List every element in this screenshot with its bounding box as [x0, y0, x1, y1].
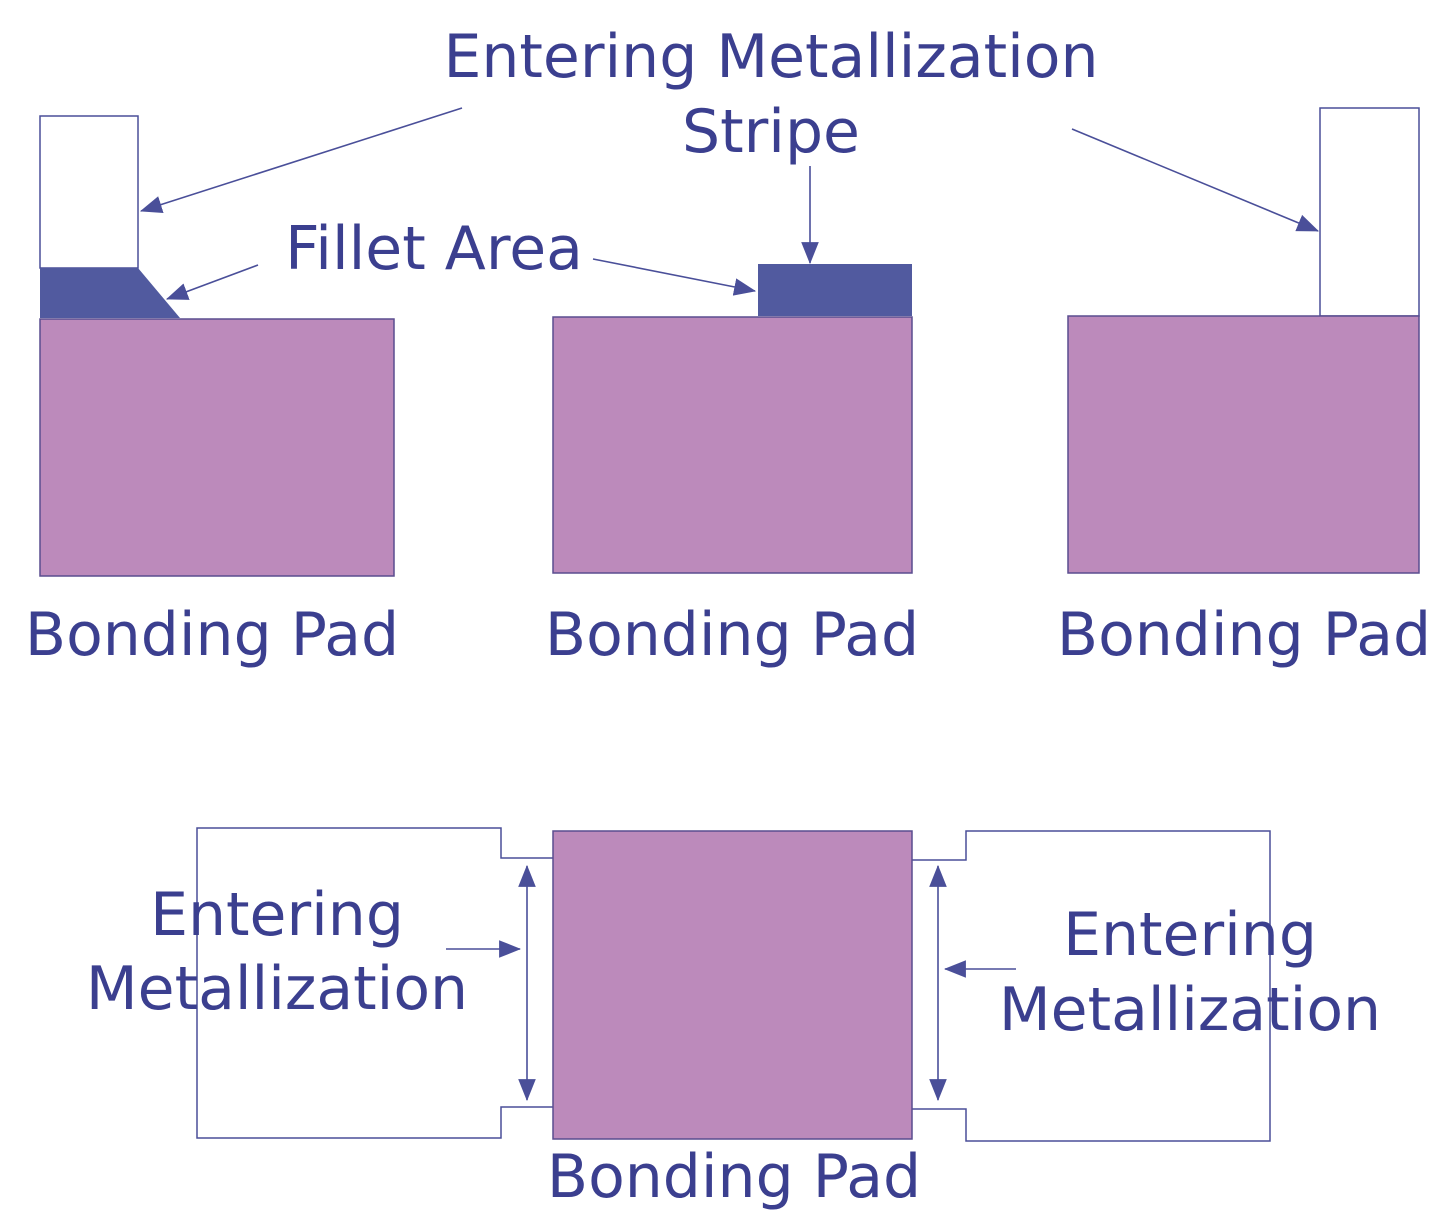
left-metallization-label: Metallization	[86, 954, 468, 1024]
fillet-area-shape	[40, 268, 180, 318]
right-metallization-label: Metallization	[999, 975, 1381, 1045]
right-entering-label: Entering	[1063, 900, 1317, 970]
arrow-to-fillet	[165, 264, 259, 300]
panel-top-view: Entering Metallization Entering Metalliz…	[86, 827, 1381, 1212]
metallization-stripe-3	[1319, 107, 1420, 317]
fillet-area-label: Fillet Area	[285, 214, 583, 284]
entering-stripe-label-line1: Entering Metallization	[443, 22, 1098, 92]
panel-no-fillet: Bonding Pad	[1057, 107, 1431, 670]
left-entering-label: Entering	[150, 880, 404, 950]
metallization-stripe-1	[39, 115, 139, 269]
panel-fillet: Bonding Pad	[25, 115, 399, 670]
panel-flat: Bonding Pad	[545, 264, 919, 670]
metallization-stripe-2	[758, 264, 912, 316]
right-metallization-outline	[912, 830, 1271, 1142]
bonding-pad-label-2: Bonding Pad	[545, 600, 919, 670]
bonding-pad-1	[39, 318, 395, 577]
entering-stripe-label-line2: Stripe	[682, 97, 860, 167]
bonding-pad-top-view	[552, 830, 913, 1140]
left-metallization-outline	[196, 827, 553, 1139]
bonding-pad-label-3: Bonding Pad	[1057, 600, 1431, 670]
bonding-pad-3	[1067, 315, 1420, 574]
bonding-pad-label-1: Bonding Pad	[25, 600, 399, 670]
bonding-pad-2	[552, 316, 913, 574]
arrow-to-flat-stripe	[592, 258, 757, 296]
bonding-pad-label-top-view: Bonding Pad	[547, 1142, 921, 1212]
arrow-to-stripe-3	[1071, 128, 1320, 232]
arrow-to-stripe-1	[139, 107, 463, 213]
